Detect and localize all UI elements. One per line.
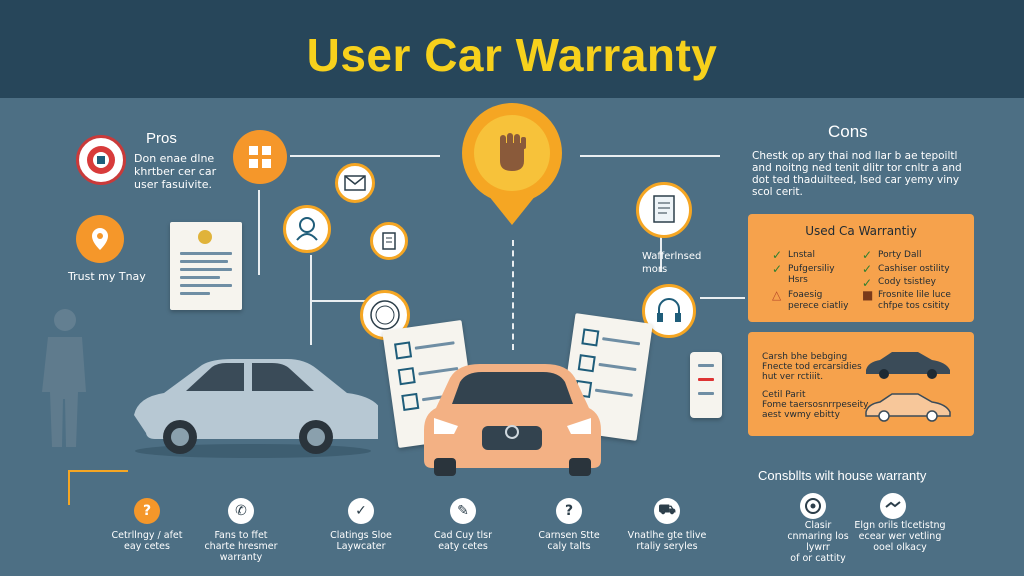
warranty-document — [170, 222, 242, 310]
badge-pointer — [488, 195, 536, 225]
grid-icon — [233, 130, 287, 184]
gear-icon — [800, 493, 826, 519]
box-icon: ■ — [862, 288, 874, 302]
bottom-line: caly talts — [547, 541, 591, 552]
car-row-text: hut ver rctiiit. — [762, 372, 824, 382]
pros-badge-icon — [76, 135, 126, 185]
car-row-text: Cetil Parit — [762, 390, 806, 400]
bottom-item: ⛟ Vnatlhe gte tlive rtaliy seryles — [612, 498, 722, 552]
sedan-outline-icon — [865, 393, 951, 422]
mail-icon — [335, 163, 375, 203]
connector-line — [310, 300, 365, 302]
person-icon — [283, 205, 331, 253]
warranty-item: Lnstal — [788, 250, 815, 260]
mini-checklist — [690, 352, 722, 418]
consult-item-2: Elgn orils tlcetistng ecear wer vetling … — [852, 520, 948, 553]
consult-line: ecear wer vetling — [858, 531, 942, 542]
connector-line — [700, 297, 745, 299]
pros-text: Don enae dlne khrtber cer car user fasui… — [134, 152, 217, 191]
connector-line — [660, 232, 662, 272]
sedan-icon — [866, 352, 950, 379]
warranty-item: Porty Dall — [878, 250, 922, 260]
bottom-line: Vnatlhe gte tlive — [627, 530, 707, 541]
bottom-line: Carnsen Stte — [538, 530, 600, 541]
mid-label: Wafferlnsed mors — [642, 251, 702, 275]
bottom-line: Fans to ffet — [214, 530, 268, 541]
bottom-line: charte hresmer — [204, 541, 278, 552]
consult-line: of or cattity — [790, 553, 846, 564]
bottom-item: ? Carnsen Stte caly talts — [514, 498, 624, 552]
phone-icon: ✆ — [228, 498, 254, 524]
warranty-item: perece ciatliy — [788, 301, 849, 311]
consult-line: Elgn orils tlcetistng — [854, 520, 946, 531]
checkmark-icon: ✓ — [348, 498, 374, 524]
location-icon — [76, 215, 124, 263]
warning-icon: △ — [772, 288, 782, 302]
car-row-text: aest vwmy ebitty — [762, 410, 840, 420]
warranty-panel-heading: Used Ca Warrantiy — [805, 224, 917, 238]
bottom-line: Clatings Sloe — [330, 530, 392, 541]
car-row-text: Fnecte tod ercarsidies — [762, 362, 862, 372]
bottom-line: eay cetes — [124, 541, 170, 552]
check-icon: ✓ — [772, 262, 783, 276]
car-row-text: Fome taersosnrrpeseity — [762, 400, 869, 410]
cons-text: Chestk op ary thai nod llar b ae tepoilt… — [752, 150, 962, 198]
warranty-item: Pufgersiliy — [788, 264, 835, 274]
orange-car-image — [420, 360, 605, 484]
consult-line: Clasir — [804, 520, 832, 531]
warranty-item: chfpe tos csitity — [878, 301, 950, 311]
warranty-item: Foaesig — [788, 290, 823, 300]
bottom-line: Cad Cuy tlsr — [433, 530, 493, 541]
car-icon: ⛟ — [654, 498, 680, 524]
bottom-item: ✆ Fans to ffet charte hresmer warranty — [186, 498, 296, 563]
connector-line — [68, 470, 128, 472]
bottom-line: rtaliy seryles — [636, 541, 698, 552]
check-icon: ✓ — [862, 262, 873, 276]
check-icon: ✓ — [862, 248, 873, 262]
connector-line — [512, 240, 516, 350]
bottom-item: ? Cetrllngy / afet eay cetes — [92, 498, 202, 552]
bottom-line: Laywcater — [336, 541, 386, 552]
warranty-item: Hsrs — [788, 275, 808, 285]
question-icon: ? — [556, 498, 582, 524]
warranty-item: Cashiser ostility — [878, 264, 950, 274]
question-icon: ? — [134, 498, 160, 524]
silver-car-image — [128, 345, 383, 464]
bottom-item: ✓ Clatings Sloe Laywcater — [306, 498, 416, 552]
page-title: User Car Warranty — [306, 29, 718, 81]
warranty-panel: Used Ca Warrantiy ✓ Lnstal ✓ Pufgersiliy… — [748, 214, 974, 322]
pen-icon: ✎ — [450, 498, 476, 524]
warranty-item: Frosnite lile luce — [878, 290, 951, 300]
header-bar — [0, 0, 1024, 98]
consult-item-1: Clasir cnmaring los lywrr of or cattity — [778, 520, 858, 564]
consult-line: cnmaring los lywrr — [787, 531, 849, 553]
warranty-item: Cody tsistley — [878, 277, 936, 287]
connector-line — [580, 155, 720, 157]
handshake-icon — [880, 493, 906, 519]
certificate-icon — [636, 182, 692, 238]
left-label: Trust my Tnay — [68, 270, 146, 283]
connector-line — [68, 470, 70, 505]
check-icon: ✓ — [862, 276, 873, 290]
car-row-text: Carsh bhe bebging — [762, 352, 848, 362]
cons-heading: Cons — [828, 122, 868, 141]
connector-line — [290, 155, 440, 157]
person-silhouette — [40, 305, 90, 454]
document-icon — [370, 222, 408, 260]
consult-heading: Consbllts wilt house warranty — [758, 468, 927, 483]
check-icon: ✓ — [772, 248, 783, 262]
bottom-line: Cetrllngy / afet — [111, 530, 183, 541]
bottom-item: ✎ Cad Cuy tlsr eaty cetes — [408, 498, 518, 552]
fist-badge-icon — [462, 103, 562, 203]
consult-line: ooel olkacy — [873, 542, 927, 553]
connector-line — [258, 190, 260, 275]
pros-heading: Pros — [146, 130, 177, 147]
bottom-line: warranty — [219, 552, 263, 563]
car-comparison-panel: Carsh bhe bebging Fnecte tod ercarsidies… — [748, 332, 974, 436]
bottom-line: eaty cetes — [438, 541, 488, 552]
